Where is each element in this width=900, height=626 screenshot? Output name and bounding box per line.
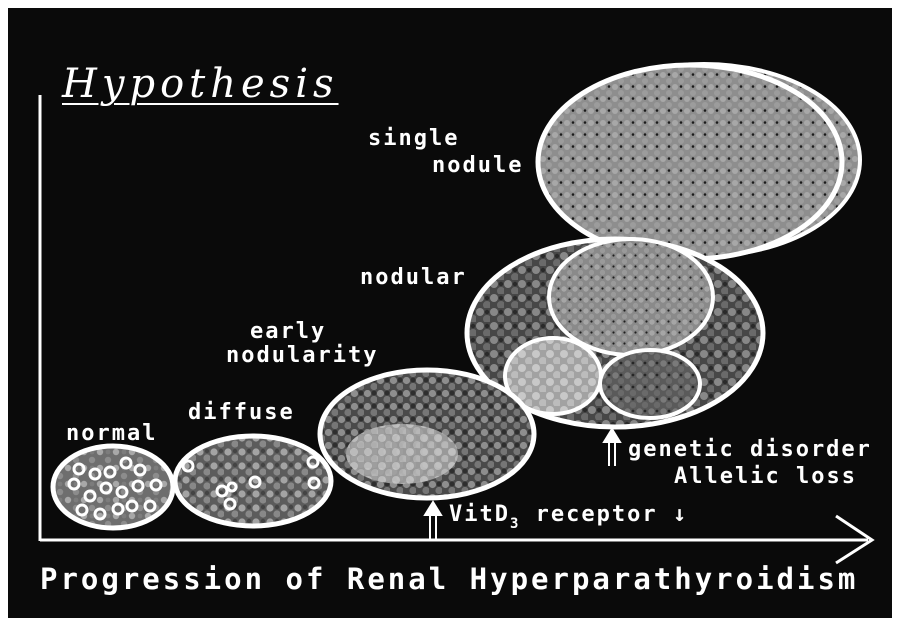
vitd-receptor-label: VitD3 receptor ↓ (449, 504, 688, 526)
vitd-prefix: VitD (449, 502, 510, 527)
early-nodularity-light-region (346, 424, 458, 484)
diagram-title: Hypothesis (62, 64, 339, 104)
allelic-loss-label: Allelic loss (674, 466, 857, 488)
stage-label-nodule: nodule (432, 155, 523, 177)
stage-label-normal: normal (66, 423, 157, 445)
stage-label-diffuse: diffuse (188, 402, 295, 424)
nodular-dark-nodule (600, 350, 700, 418)
genetic-up-arrow-icon (604, 429, 620, 466)
stage-label-nodular: nodular (360, 267, 467, 289)
stage-label-nodularity: nodularity (226, 345, 378, 367)
genetic-disorder-label: genetic disorder (628, 439, 872, 461)
nodular-large-nodule (549, 239, 713, 355)
diffuse-ellipse (175, 436, 331, 526)
vitd-suffix: receptor (520, 502, 657, 527)
vitd-down-arrow-icon: ↓ (673, 502, 688, 527)
single-nodule-ellipse (538, 65, 842, 259)
vitd-subscript: 3 (510, 516, 520, 532)
vitd-up-arrow-icon (425, 502, 441, 540)
stage-label-single: single (368, 128, 459, 150)
stage-label-early: early (250, 321, 326, 343)
x-axis-label: Progression of Renal Hyperparathyroidism (40, 565, 858, 594)
